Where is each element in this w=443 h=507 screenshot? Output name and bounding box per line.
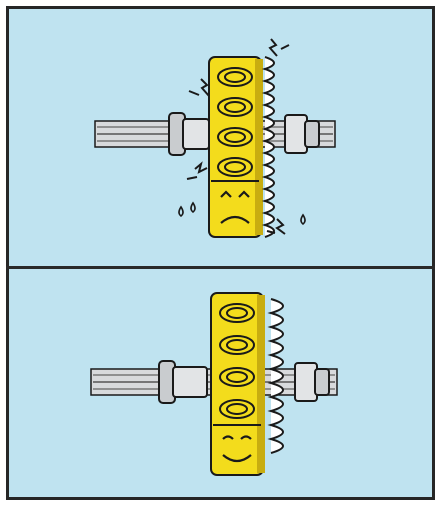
- panel-relaxed: [9, 269, 432, 497]
- left-collar: [168, 112, 210, 156]
- compressed-coil: [261, 56, 275, 238]
- yellow-spacer: [208, 56, 263, 238]
- frown-face: [220, 190, 250, 224]
- sweat-drops: [178, 201, 306, 226]
- right-nut: [294, 362, 330, 402]
- stress-marks: [186, 38, 290, 235]
- yellow-spacer: [210, 292, 265, 476]
- panel-stressed: [9, 9, 432, 266]
- relaxed-coil: [267, 298, 284, 454]
- smile-face: [222, 435, 252, 463]
- relaxed-assembly-illustration: [90, 292, 338, 476]
- panel-divider: [6, 266, 435, 269]
- left-collar: [158, 360, 208, 404]
- stressed-assembly-illustration: [94, 38, 336, 238]
- right-nut: [284, 114, 320, 154]
